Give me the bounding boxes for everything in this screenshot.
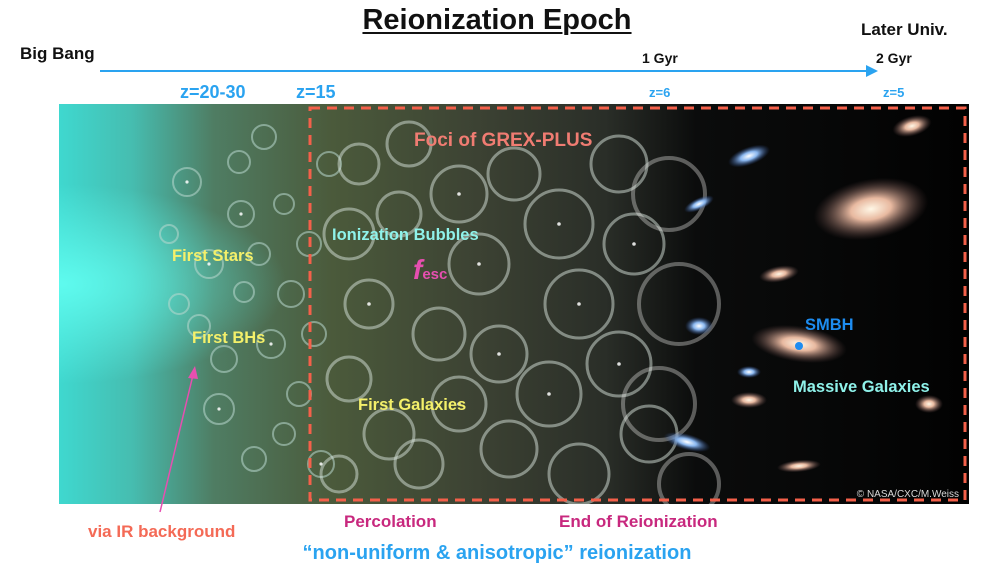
page-title: Reionization Epoch — [362, 4, 632, 36]
foci-label: Foci of GREX-PLUS — [414, 130, 593, 151]
redshift-z5: z=5 — [883, 85, 905, 100]
massive-galaxies-label: Massive Galaxies — [793, 378, 930, 396]
end-of-reionization-label: End of Reionization — [559, 512, 718, 531]
universe-background — [59, 104, 969, 504]
one-gyr-label: 1 Gyr — [642, 50, 678, 66]
percolation-label: Percolation — [344, 512, 437, 531]
fesc-subscript: esc — [422, 266, 448, 283]
reionization-illustration: Foci of GREX-PLUS Ionization Bubbles fes… — [59, 104, 969, 504]
image-credit: © NASA/CXC/M.Weiss — [856, 489, 959, 500]
redshift-z15: z=15 — [296, 82, 336, 102]
two-gyr-label: 2 Gyr — [876, 50, 912, 66]
first-galaxies-label: First Galaxies — [358, 396, 467, 414]
fesc-symbol: fesc — [413, 254, 447, 286]
timeline-arrow — [100, 65, 878, 77]
grex-plus-focus-box — [308, 106, 967, 502]
first-bhs-label: First BHs — [192, 329, 266, 347]
redshift-z20-30: z=20-30 — [180, 82, 246, 102]
later-universe-label: Later Univ. — [861, 20, 948, 39]
fesc-main: f — [413, 254, 423, 285]
ionization-bubbles-label: Ionization Bubbles — [332, 226, 479, 244]
smbh-dot — [795, 342, 803, 350]
redshift-z6: z=6 — [649, 85, 671, 100]
via-ir-background-label: via IR background — [88, 522, 236, 541]
reionization-summary: “non-uniform & anisotropic” reionization — [302, 542, 692, 564]
smbh-label: SMBH — [805, 316, 854, 334]
first-stars-label: First Stars — [172, 247, 254, 265]
big-bang-label: Big Bang — [20, 44, 95, 63]
